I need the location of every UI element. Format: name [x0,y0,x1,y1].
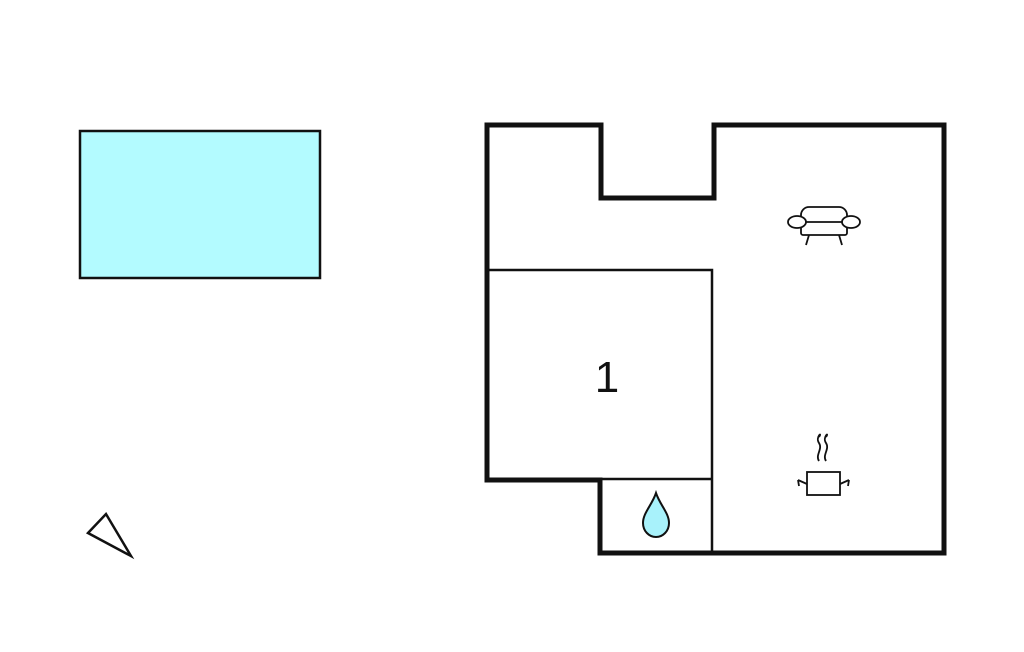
room-number-1: 1 [595,353,619,402]
north-arrow-icon [85,511,135,560]
water-drop-icon [641,489,671,539]
sofa-icon [787,206,861,246]
swimming-pool [78,129,322,280]
outer-walls [484,122,947,556]
bedroom-walls [487,268,714,553]
cooking-pot-icon [797,433,850,496]
